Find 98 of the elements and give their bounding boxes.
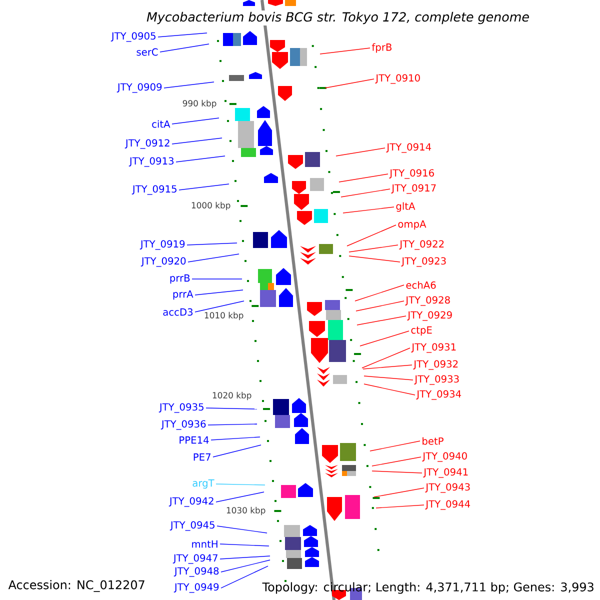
leader-line — [210, 436, 260, 440]
leader-line — [164, 82, 214, 88]
leader-line — [220, 566, 268, 588]
leader-line — [172, 118, 220, 124]
leader-line — [186, 242, 238, 246]
gene-label: argT — [192, 479, 214, 489]
gene-label: JTY_0928 — [405, 296, 450, 306]
leader-line — [158, 32, 208, 38]
leader-line — [360, 330, 410, 346]
gene-label: JTY_0932 — [413, 360, 458, 370]
gene-label: echA6 — [406, 281, 436, 289]
leader-line — [370, 440, 420, 452]
map-title: Mycobacterium bovis BCG str. Tokyo 172, complete genome — [145, 10, 531, 26]
gene-label: JTY_0919 — [140, 240, 185, 250]
leader-line — [320, 48, 370, 54]
gene-label: JTY_0913 — [128, 157, 174, 167]
gene-label: JTY_0947 — [172, 554, 218, 564]
leader-line — [220, 560, 270, 572]
leader-line — [348, 256, 400, 262]
leader-line — [194, 300, 244, 312]
gene-label: fprB — [372, 43, 392, 53]
leader-line — [192, 278, 242, 280]
gene-label: JTY_0905 — [110, 32, 156, 42]
leader-line — [338, 174, 388, 182]
scale-label: 1020 kbp — [212, 392, 252, 400]
info-text: Accession: NC_012207 — [8, 580, 144, 592]
leader-line — [364, 376, 414, 380]
gene-label: JTY_0949 — [174, 583, 219, 593]
leader-line — [356, 316, 406, 326]
gene-label: JTY_0914 — [386, 143, 432, 153]
gene-label: JTY_0923 — [401, 257, 446, 267]
gene-label: citA — [152, 120, 170, 128]
leader-line — [212, 444, 262, 458]
gene-label: JTY_0940 — [422, 452, 467, 462]
leader-line — [372, 470, 422, 474]
leader-line — [216, 526, 268, 534]
scale-label: 1010 kbp — [204, 312, 244, 320]
gene-label: ctpE — [411, 326, 432, 336]
gene-label: PE7 — [194, 453, 210, 461]
gene-label: JTY_0929 — [407, 311, 452, 321]
leader-line — [372, 456, 422, 466]
leader-line — [216, 492, 264, 502]
gene-label: JTY_0916 — [389, 169, 434, 179]
leader-line — [376, 504, 424, 508]
gene-label: betP — [422, 437, 444, 445]
leader-line — [324, 78, 374, 88]
leader-line — [374, 488, 424, 498]
gene-label: mntH — [192, 540, 218, 548]
leader-line — [176, 156, 226, 162]
leader-line — [362, 364, 412, 370]
leader-line — [172, 138, 222, 144]
gene-label: gltA — [396, 202, 416, 212]
leader-line — [216, 484, 266, 486]
gene-label: accD3 — [163, 308, 193, 316]
gene-label: ompA — [398, 220, 426, 230]
gene-label: JTY_0910 — [375, 74, 420, 84]
gene-label: serC — [136, 48, 158, 56]
leader-line — [356, 300, 404, 312]
leader-line — [340, 188, 390, 198]
info-text: Topology: circular; Length: 4,371,711 bp; Genes: 3,993 — [262, 582, 594, 594]
gene-label: prrB — [170, 274, 190, 284]
gene-label: JTY_0941 — [423, 468, 468, 478]
scale-label: 1000 kbp — [192, 202, 230, 210]
leader-line — [206, 408, 258, 410]
leader-line — [364, 384, 416, 396]
gene-label: JTY_0915 — [132, 185, 176, 195]
leader-line — [362, 348, 410, 368]
gene-label: prrA — [173, 290, 194, 300]
leader-line — [194, 290, 244, 296]
gene-label: PPE14 — [180, 436, 209, 444]
gene-label: JTY_0935 — [158, 403, 204, 413]
gene-label: JTY_0942 — [168, 497, 214, 507]
gene-label: JTY_0931 — [411, 343, 456, 353]
gene-label: JTY_0936 — [160, 420, 206, 430]
gene-label: JTY_0943 — [425, 483, 470, 493]
leader-line — [208, 424, 258, 426]
gene-label: JTY_0934 — [416, 390, 462, 400]
leader-line — [348, 244, 398, 252]
scale-label: 1030 kbp — [226, 506, 266, 516]
leader-line — [336, 148, 386, 156]
leader-line — [178, 184, 230, 190]
gene-label: JTY_0920 — [140, 257, 186, 267]
leader-line — [342, 206, 394, 214]
leader-line — [220, 556, 270, 560]
leader-line — [354, 284, 404, 302]
gene-label: JTY_0933 — [414, 375, 459, 385]
gene-label: JTY_0917 — [391, 184, 436, 194]
gene-label: JTY_0945 — [170, 521, 214, 531]
gene-label: JTY_0944 — [425, 500, 470, 510]
gene-label: JTY_0912 — [124, 139, 170, 149]
leader-line — [346, 224, 396, 246]
gene-label: JTY_0948 — [174, 567, 219, 577]
gene-label: JTY_0909 — [116, 83, 162, 93]
gene-label: JTY_0922 — [399, 240, 444, 250]
scale-label: 990 kbp — [182, 100, 216, 108]
leader-line — [188, 254, 240, 262]
leader-line — [160, 44, 210, 52]
leader-line — [220, 544, 270, 546]
